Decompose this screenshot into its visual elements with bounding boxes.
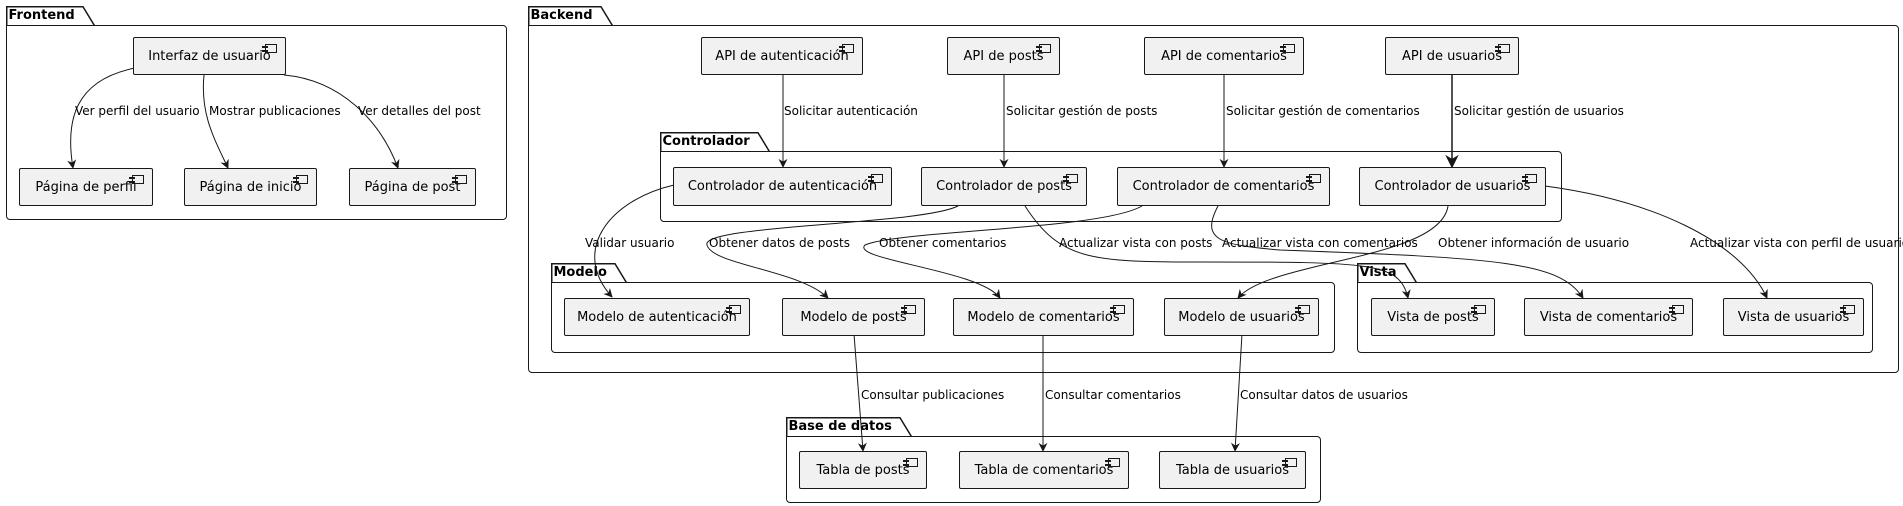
component-label: Página de inicio xyxy=(199,179,302,195)
component-label: Modelo de autenticación xyxy=(577,309,737,325)
component-label: Vista de posts xyxy=(1387,309,1479,325)
package-modelo: Modelo xyxy=(550,263,1335,353)
component-label: Modelo de comentarios xyxy=(967,309,1120,325)
package-backend: Backend xyxy=(527,6,1899,373)
edge-label-obtener-comentarios: Obtener comentarios xyxy=(879,236,1007,250)
component-vista-comentarios[interactable]: Vista de comentarios xyxy=(1524,298,1693,336)
component-label: Controlador de posts xyxy=(936,179,1072,194)
component-api-posts[interactable]: API de posts xyxy=(947,37,1060,75)
component-icon xyxy=(1110,305,1125,314)
edge-consultar-usuarios xyxy=(1230,333,1243,452)
edge-label-consultar-publicaciones: Consultar publicaciones xyxy=(861,388,1005,402)
component-label: Controlador de autenticación xyxy=(687,179,878,194)
component-tabla-comentarios[interactable]: Tabla de comentarios xyxy=(959,451,1129,489)
component-pagina-de-perfil[interactable]: Página de perfil xyxy=(19,168,153,206)
component-tabla-usuarios[interactable]: Tabla de usuarios xyxy=(1159,451,1306,489)
component-modelo-autenticacion[interactable]: Modelo de autenticación xyxy=(564,298,750,336)
edge-obtener-posts xyxy=(706,205,959,299)
component-label: API de autenticación xyxy=(715,48,849,64)
component-icon xyxy=(1282,458,1297,467)
component-vista-posts[interactable]: Vista de posts xyxy=(1371,298,1495,336)
component-modelo-posts[interactable]: Modelo de posts xyxy=(782,298,925,336)
component-icon xyxy=(1495,44,1510,53)
edge-validar-usuario xyxy=(594,184,675,298)
edge-actualizar-posts xyxy=(1024,205,1411,299)
component-icon xyxy=(1840,305,1855,314)
component-icon xyxy=(452,175,467,184)
component-label: Tabla de posts xyxy=(816,462,910,478)
edge-obtener-informacion xyxy=(1237,205,1449,299)
edge-label-actualizar-perfil: Actualizar vista con perfil de usuario xyxy=(1690,236,1903,250)
component-label: API de usuarios xyxy=(1402,48,1502,64)
edge-ver-detalles xyxy=(283,74,400,169)
component-controlador-comentarios[interactable]: Controlador de comentarios xyxy=(1117,167,1330,206)
component-label: Controlador de usuarios xyxy=(1374,179,1531,194)
component-icon xyxy=(1306,174,1321,183)
edge-label-obtener-informacion: Obtener información de usuario xyxy=(1438,236,1630,250)
edge-obtener-comentarios xyxy=(863,205,1143,299)
component-label: Tabla de comentarios xyxy=(974,462,1114,478)
component-label: Controlador de comentarios xyxy=(1132,179,1315,194)
component-icon xyxy=(293,175,308,184)
component-icon xyxy=(868,174,883,183)
component-interfaz-de-usuario[interactable]: Interfaz de usuario xyxy=(133,37,286,75)
edge-label-solicitar-usuarios: Solicitar gestión de usuarios xyxy=(1454,104,1624,118)
component-label: Modelo de posts xyxy=(800,309,907,325)
component-icon xyxy=(262,44,277,53)
edge-label-mostrar-publicaciones: Mostrar publicaciones xyxy=(209,104,341,118)
edge-label-ver-detalles: Ver detalles del post xyxy=(358,104,481,118)
edge-label-validar-usuario: Validar usuario xyxy=(585,236,675,250)
component-label: Página de perfil xyxy=(35,179,137,195)
edge-actualizar-comentarios xyxy=(1211,205,1584,299)
component-vista-usuarios[interactable]: Vista de usuarios xyxy=(1723,298,1864,336)
component-controlador-usuarios[interactable]: Controlador de usuarios xyxy=(1359,167,1546,206)
edge-label-solicitar-posts: Solicitar gestión de posts xyxy=(1006,104,1158,118)
edge-mostrar-publicaciones xyxy=(202,74,229,169)
edge-actualizar-perfil xyxy=(1544,185,1768,299)
component-pagina-de-inicio[interactable]: Página de inicio xyxy=(184,168,317,206)
edge-label-actualizar-comentarios: Actualizar vista con comentarios xyxy=(1222,236,1418,250)
component-label: Página de post xyxy=(364,179,461,195)
component-icon xyxy=(1471,305,1486,314)
component-label: Modelo de usuarios xyxy=(1178,309,1305,325)
component-icon xyxy=(1669,305,1684,314)
edge-ver-perfil xyxy=(67,67,136,169)
component-controlador-autenticacion[interactable]: Controlador de autenticación xyxy=(673,167,892,206)
component-icon xyxy=(901,305,916,314)
edge-label-ver-perfil: Ver perfil del usuario xyxy=(75,104,200,118)
component-modelo-usuarios[interactable]: Modelo de usuarios xyxy=(1164,298,1319,336)
component-label: Vista de comentarios xyxy=(1539,309,1678,325)
component-label: Vista de usuarios xyxy=(1737,309,1850,325)
component-icon xyxy=(1105,458,1120,467)
edge-label-consultar-usuarios: Consultar datos de usuarios xyxy=(1240,388,1408,402)
edge-label-obtener-posts: Obtener datos de posts xyxy=(709,236,850,250)
component-modelo-comentarios[interactable]: Modelo de comentarios xyxy=(953,298,1134,336)
component-controlador-posts[interactable]: Controlador de posts xyxy=(921,167,1087,206)
component-icon xyxy=(839,44,854,53)
component-label: API de comentarios xyxy=(1161,48,1287,64)
component-icon xyxy=(1063,174,1078,183)
component-icon xyxy=(1295,305,1310,314)
component-icon xyxy=(1280,44,1295,53)
component-api-comentarios[interactable]: API de comentarios xyxy=(1144,37,1304,75)
component-pagina-de-post[interactable]: Página de post xyxy=(349,168,476,206)
component-api-usuarios[interactable]: API de usuarios xyxy=(1385,37,1519,75)
edge-label-actualizar-posts: Actualizar vista con posts xyxy=(1059,236,1213,250)
edge-label-consultar-comentarios: Consultar comentarios xyxy=(1045,388,1181,402)
component-api-autenticacion[interactable]: API de autenticación xyxy=(701,37,863,75)
component-label: Tabla de usuarios xyxy=(1175,462,1289,478)
component-label: API de posts xyxy=(963,48,1044,64)
component-icon xyxy=(1522,174,1537,183)
component-icon xyxy=(1036,44,1051,53)
edge-consultar-publicaciones xyxy=(853,333,867,452)
component-icon xyxy=(726,305,741,314)
edge-label-solicitar-comentarios: Solicitar gestión de comentarios xyxy=(1226,104,1420,118)
component-label: Interfaz de usuario xyxy=(148,48,271,64)
edge-label-solicitar-auth: Solicitar autenticación xyxy=(784,104,918,118)
component-tabla-posts[interactable]: Tabla de posts xyxy=(799,451,927,489)
component-icon xyxy=(903,458,918,467)
component-icon xyxy=(129,175,144,184)
